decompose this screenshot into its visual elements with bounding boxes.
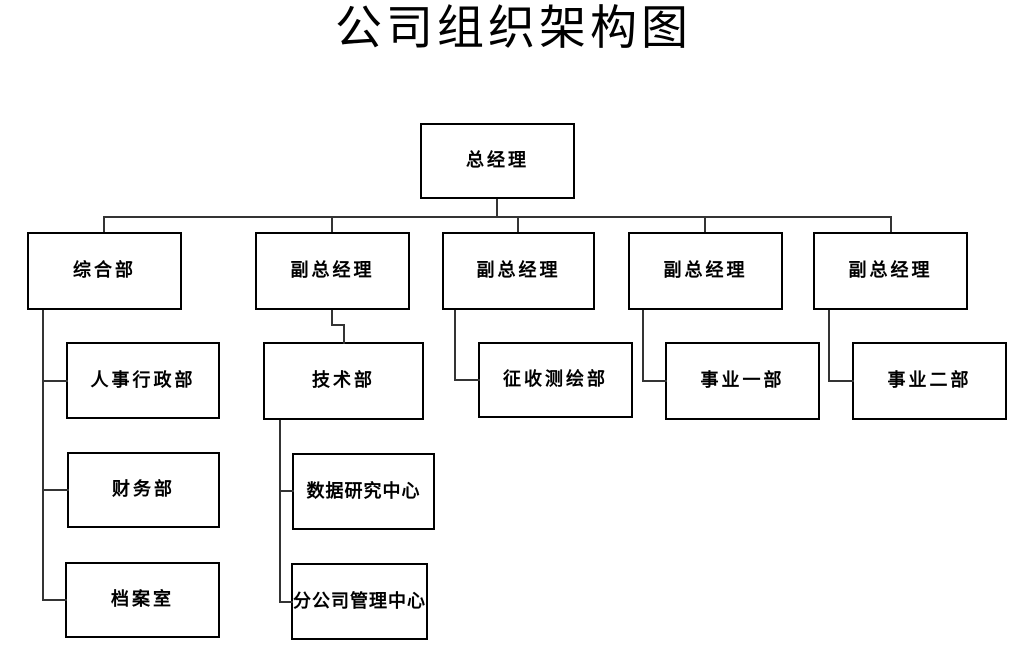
connector-line xyxy=(517,216,519,232)
org-node-deputy-2: 副总经理 xyxy=(442,232,595,310)
org-node-deputy-4: 副总经理 xyxy=(813,232,968,310)
org-node-hr-admin-dept: 人事行政部 xyxy=(66,342,220,419)
connector-line xyxy=(42,310,44,601)
org-node-business-dept-1: 事业一部 xyxy=(665,342,820,420)
connector-line xyxy=(42,489,69,491)
connector-line xyxy=(103,216,105,232)
org-node-general-dept: 综合部 xyxy=(27,232,182,310)
connector-line xyxy=(42,599,67,601)
org-node-tech-dept: 技术部 xyxy=(263,342,424,420)
org-node-deputy-1: 副总经理 xyxy=(255,232,410,310)
org-node-finance-dept: 财务部 xyxy=(67,452,220,528)
connector-line xyxy=(454,310,456,381)
connector-line xyxy=(42,380,68,382)
connector-line xyxy=(828,310,830,382)
org-node-business-dept-2: 事业二部 xyxy=(852,342,1007,420)
connector-line xyxy=(331,324,345,326)
connector-line xyxy=(343,324,345,344)
org-node-branch-mgmt-center: 分公司管理中心 xyxy=(291,563,428,640)
connector-line xyxy=(454,379,480,381)
page-title: 公司组织架构图 xyxy=(335,1,692,56)
org-node-survey-dept: 征收测绘部 xyxy=(478,342,633,418)
connector-line xyxy=(496,199,498,217)
connector-line xyxy=(331,216,333,232)
connector-line xyxy=(642,380,667,382)
org-node-ceo: 总经理 xyxy=(420,123,575,199)
connector-line xyxy=(103,216,892,218)
connector-line xyxy=(331,310,333,326)
connector-line xyxy=(890,216,892,232)
org-node-data-research-center: 数据研究中心 xyxy=(292,453,435,530)
connector-line xyxy=(828,380,854,382)
connector-line xyxy=(279,420,281,603)
org-node-deputy-3: 副总经理 xyxy=(628,232,783,310)
connector-line xyxy=(642,310,644,382)
connector-line xyxy=(279,601,293,603)
connector-line xyxy=(279,490,294,492)
org-node-archive-room: 档案室 xyxy=(65,562,220,638)
connector-line xyxy=(704,216,706,232)
